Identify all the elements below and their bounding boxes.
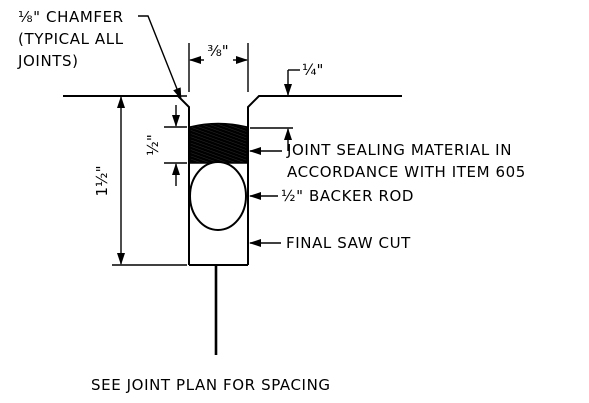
joint-width-label: ⅜" [207,42,228,60]
sealant-depth-dimension: ½" [144,105,187,186]
chamfer-callout: ⅛" CHAMFER (TYPICAL ALL JOINTS) [17,8,182,100]
joint-depth-dimension: 1½" [93,95,187,266]
backer-rod [189,161,247,231]
saw-cut-callout: FINAL SAW CUT [249,234,411,252]
spacing-note: SEE JOINT PLAN FOR SPACING [91,376,331,394]
joint-width-dimension: ⅜" [188,42,249,92]
sealing-callout: JOINT SEALING MATERIAL IN ACCORDANCE WIT… [249,141,526,181]
joint-depth-label: 1½" [93,166,111,197]
chamfer-label-line1: ⅛" CHAMFER [18,8,124,26]
saw-cut-label: FINAL SAW CUT [286,234,411,252]
recess-depth-dimension: ¼" [250,61,323,151]
recess-depth-label: ¼" [302,61,323,79]
backer-rod-callout: ½" BACKER ROD [249,187,414,205]
sealing-label-line2: ACCORDANCE WITH ITEM 605 [287,163,526,181]
backer-rod-label: ½" BACKER ROD [281,187,414,205]
chamfer-label-line2: (TYPICAL ALL [18,30,124,48]
sealing-label-line1: JOINT SEALING MATERIAL IN [286,141,512,159]
chamfer-label-line3: JOINTS) [17,52,79,70]
sealant-depth-label: ½" [144,134,162,155]
joint-sealant [189,122,248,164]
